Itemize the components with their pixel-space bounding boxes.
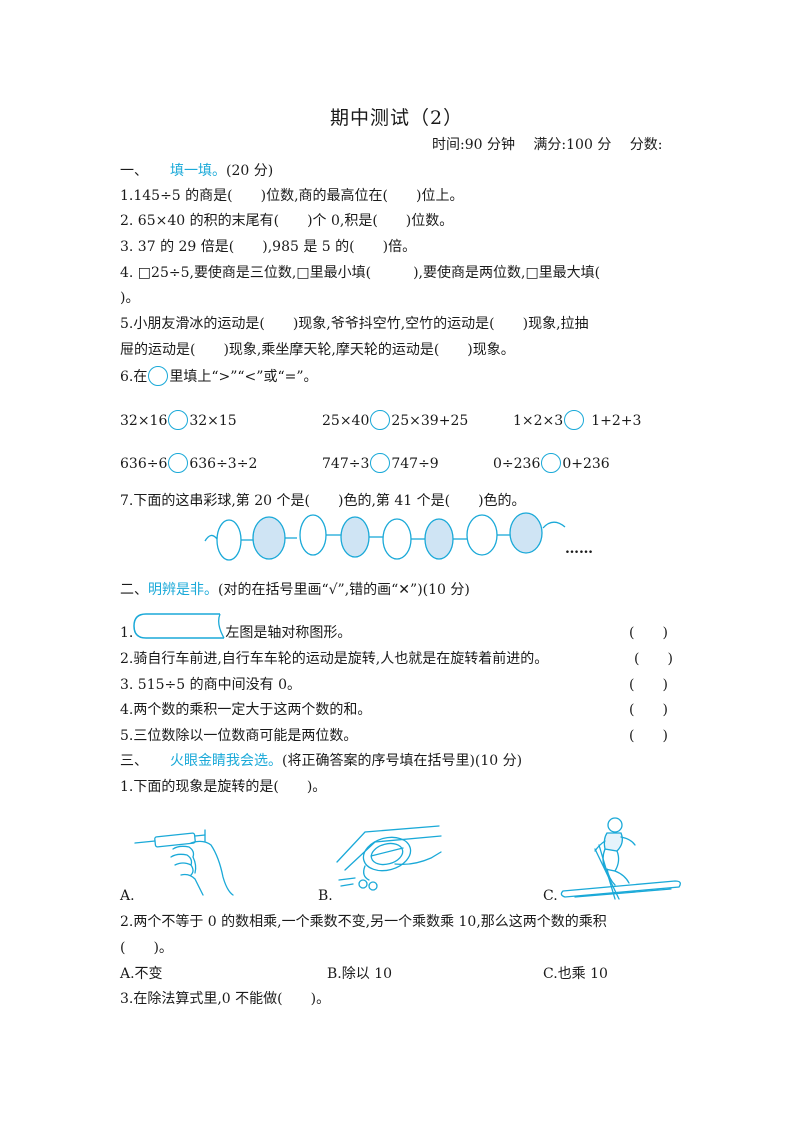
answer-bracket[interactable]: ( ) [629,677,668,693]
section1-title: 填一填。 [170,163,226,179]
option-b-label[interactable]: B. [318,888,333,904]
section1-number: 一、 [120,163,148,179]
syringe-hand-icon [134,829,234,896]
ellipsis: …… [565,541,593,557]
option-c-label[interactable]: C. [543,888,558,904]
judge-item-1: 1.左图是轴对称图形。 [120,625,352,641]
compare-circle-icon [148,366,169,386]
answer-circle[interactable] [168,453,189,473]
answer-circle[interactable] [541,453,562,473]
question-3-3: 3.在除法算式里,0 不能做( )。 [120,991,331,1007]
option-a-label[interactable]: A. [120,888,135,904]
answer-circle[interactable] [370,410,391,430]
question-1-5-line2: 屉的运动是( )现象,乘坐摩天轮,摩天轮的运动是( )现象。 [120,342,515,358]
option-b[interactable]: B.除以 10 [327,966,393,982]
answer-circle[interactable] [168,410,189,430]
question-1-4-line2: )。 [120,290,140,306]
question-1-7: 7.下面的这串彩球,第 20 个是( )色的,第 41 个是( )色的。 [120,493,526,509]
section2-title: 明辨是非。 [148,582,218,598]
question-3-2-line2: ( )。 [120,940,173,956]
judge-item-4: 4.两个数的乘积一定大于这两个数的和。 [120,702,372,718]
section2-number: 二、 [120,582,148,598]
section1-score: (20 分) [226,163,274,179]
question-1-4-line1: 4. □25÷5,要使商是三位数,□里最小填( ),要使商是两位数,□里最大填( [120,265,601,281]
skier-icon [560,817,681,900]
answer-circle[interactable] [370,453,391,473]
section3-title: 火眼金睛我会选。 [170,753,282,769]
judge-item-5: 5.三位数除以一位数商可能是两位数。 [120,728,358,744]
option-a[interactable]: A.不变 [120,966,163,982]
answer-circle[interactable] [564,410,585,430]
answer-bracket[interactable]: ( ) [629,702,668,718]
option-c[interactable]: C.也乘 10 [543,966,608,982]
question-1-1: 1.145÷5 的商是( )位数,商的最高位在( )位上。 [120,188,464,204]
section3-heading: 三、 火眼金睛我会选。(将正确答案的序号填在括号里)(10 分) [120,752,522,770]
section2-heading: 二、明辨是非。(对的在括号里画“√”,错的画“✕”)(10 分) [120,581,470,599]
question-1-5-line1: 5.小朋友滑冰的运动是( )现象,爷爷抖空竹,空竹的运动是( )现象,拉抽 [120,316,589,332]
section1-heading: 一、 填一填。(20 分) [120,162,273,180]
question-3-2-line1: 2.两个不等于 0 的数相乘,一个乘数不变,另一个乘数乘 10,那么这两个数的乘… [120,914,607,930]
question-1-2: 2. 65×40 的积的末尾有( )个 0,积是( )位数。 [120,213,454,229]
steering-wheel-icon [336,825,442,891]
judge-item-3: 3. 515÷5 的商中间没有 0。 [120,677,301,693]
section3-instruction: (将正确答案的序号填在括号里)(10 分) [282,753,523,769]
judge-item-2: 2.骑自行车前进,自行车车轮的运动是旋转,人也就是在旋转着前进的。 [120,651,549,667]
page-title: 期中测试（2） [330,107,464,129]
question-3-1: 1.下面的现象是旋转的是( )。 [120,779,327,795]
section2-instruction: (对的在括号里画“√”,错的画“✕”)(10 分) [218,582,470,598]
section3-number: 三、 [120,753,148,769]
ball-string-figure [204,512,566,561]
answer-bracket[interactable]: ( ) [634,651,673,667]
question-1-3: 3. 37 的 29 倍是( ),985 是 5 的( )倍。 [120,239,417,255]
answer-bracket[interactable]: ( ) [629,728,668,744]
answer-bracket[interactable]: ( ) [629,625,668,641]
rounded-shape-figure [133,613,225,639]
exam-info: 时间:90 分钟 满分:100 分 分数: [432,137,663,153]
question-1-6: 6.在 里填上“>”“<”或“=”。 [120,366,318,386]
question-1-6-suffix: 里填上“>”“<”或“=”。 [169,369,318,385]
question-1-6-prefix: 6.在 [120,369,148,385]
